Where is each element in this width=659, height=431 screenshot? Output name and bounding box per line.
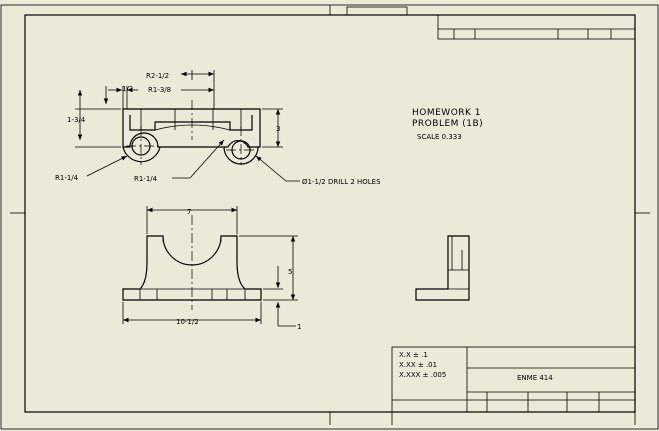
dim-5-label: 5 xyxy=(288,268,292,276)
dim-r1-38-label: R1-3/8 xyxy=(148,86,171,94)
front-view-dimensions xyxy=(122,206,298,327)
dim-7-label: 7 xyxy=(187,208,191,216)
note-scale: SCALE 0.333 xyxy=(417,133,462,141)
tolerance-line-2: X.XX ± .01 xyxy=(399,361,437,369)
note-problem: PROBLEM (1B) xyxy=(412,119,483,129)
top-tab xyxy=(346,6,408,16)
top-view xyxy=(122,100,261,165)
revision-block xyxy=(437,14,636,40)
dim-3-label: 3 xyxy=(276,125,280,133)
dim-1-label: 1 xyxy=(297,323,301,331)
drill-note-label: Ø1-1/2 DRILL 2 HOLES xyxy=(302,178,381,186)
dim-r2-label: R2-1/2 xyxy=(146,72,169,80)
dim-half-label: 1/2 xyxy=(122,85,133,93)
side-view xyxy=(415,235,470,301)
dim-10-half-label: 10-1/2 xyxy=(176,318,199,326)
dim-1-34-label: 1-3/4 xyxy=(67,116,86,124)
course-label: ENME 414 xyxy=(517,374,553,382)
dim-r1-14-left-label: R1-1/4 xyxy=(55,174,79,182)
tolerance-line-3: X.XXX ± .005 xyxy=(399,371,446,379)
note-homework: HOMEWORK 1 xyxy=(412,108,481,118)
tolerance-line-1: X.X ± .1 xyxy=(399,351,428,359)
front-view xyxy=(122,215,262,310)
sheet-border xyxy=(0,4,659,430)
dim-r1-14-mid-label: R1-1/4 xyxy=(134,175,158,183)
top-view-dimensions xyxy=(75,70,300,182)
title-block xyxy=(391,346,636,425)
